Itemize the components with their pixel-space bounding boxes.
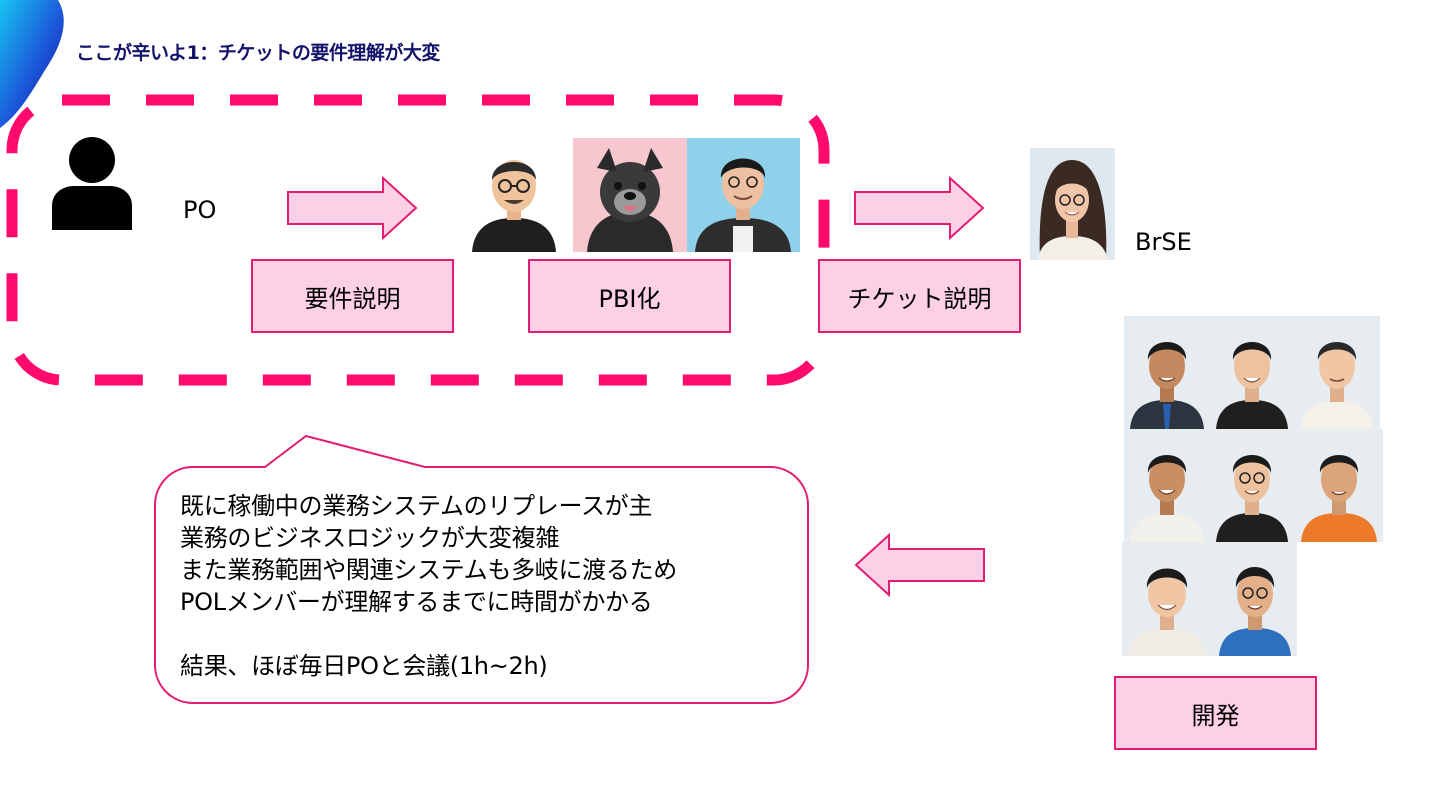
- step-dev-box: 開発: [1114, 676, 1317, 750]
- arrow-icon: [854, 176, 985, 240]
- dev-avatar: [1295, 429, 1383, 542]
- step-dev-label: 開発: [1191, 701, 1240, 730]
- pol-member-avatar: [573, 138, 687, 252]
- dev-avatar: [1210, 429, 1295, 542]
- callout-line: また業務範囲や関連システムも多岐に渡るため: [180, 556, 677, 584]
- dev-avatar: [1124, 429, 1210, 542]
- brse-label: BrSE: [1135, 228, 1192, 256]
- callout-line: 既に稼働中の業務システムのリプレースが主: [180, 492, 653, 520]
- step-requirements-label: 要件説明: [304, 284, 401, 313]
- step-pbi-label: PBI化: [598, 284, 661, 313]
- callout-line: 業務のビジネスロジックが大変複雑: [180, 524, 560, 552]
- dev-avatar: [1210, 316, 1295, 429]
- callout-text: 既に稼働中の業務システムのリプレースが主 業務のビジネスロジックが大変複雑 また…: [180, 490, 677, 682]
- dev-avatar: [1213, 542, 1297, 656]
- step-ticket-box: チケット説明: [818, 259, 1021, 333]
- brse-avatar: [1030, 148, 1115, 260]
- arrow-icon: [287, 176, 418, 240]
- dev-avatar: [1124, 316, 1210, 429]
- pol-member-avatar: [687, 138, 800, 252]
- corner-decoration: [0, 0, 64, 128]
- dev-avatar: [1295, 316, 1380, 429]
- step-pbi-box: PBI化: [528, 259, 731, 333]
- person-silhouette-icon: [52, 137, 132, 230]
- step-requirements-box: 要件説明: [251, 259, 454, 333]
- step-ticket-label: チケット説明: [847, 284, 992, 313]
- po-label: PO: [183, 196, 217, 224]
- slide-title: ここが辛いよ1：チケットの要件理解が大変: [76, 42, 440, 64]
- pol-member-avatar: [462, 138, 566, 252]
- callout-line: 結果、ほぼ毎日POと会議(1h~2h): [180, 652, 548, 680]
- callout-line: POLメンバーが理解するまでに時間がかかる: [180, 588, 653, 616]
- dev-avatar: [1122, 542, 1213, 656]
- arrow-icon: [854, 532, 985, 598]
- callout-line: [180, 618, 677, 650]
